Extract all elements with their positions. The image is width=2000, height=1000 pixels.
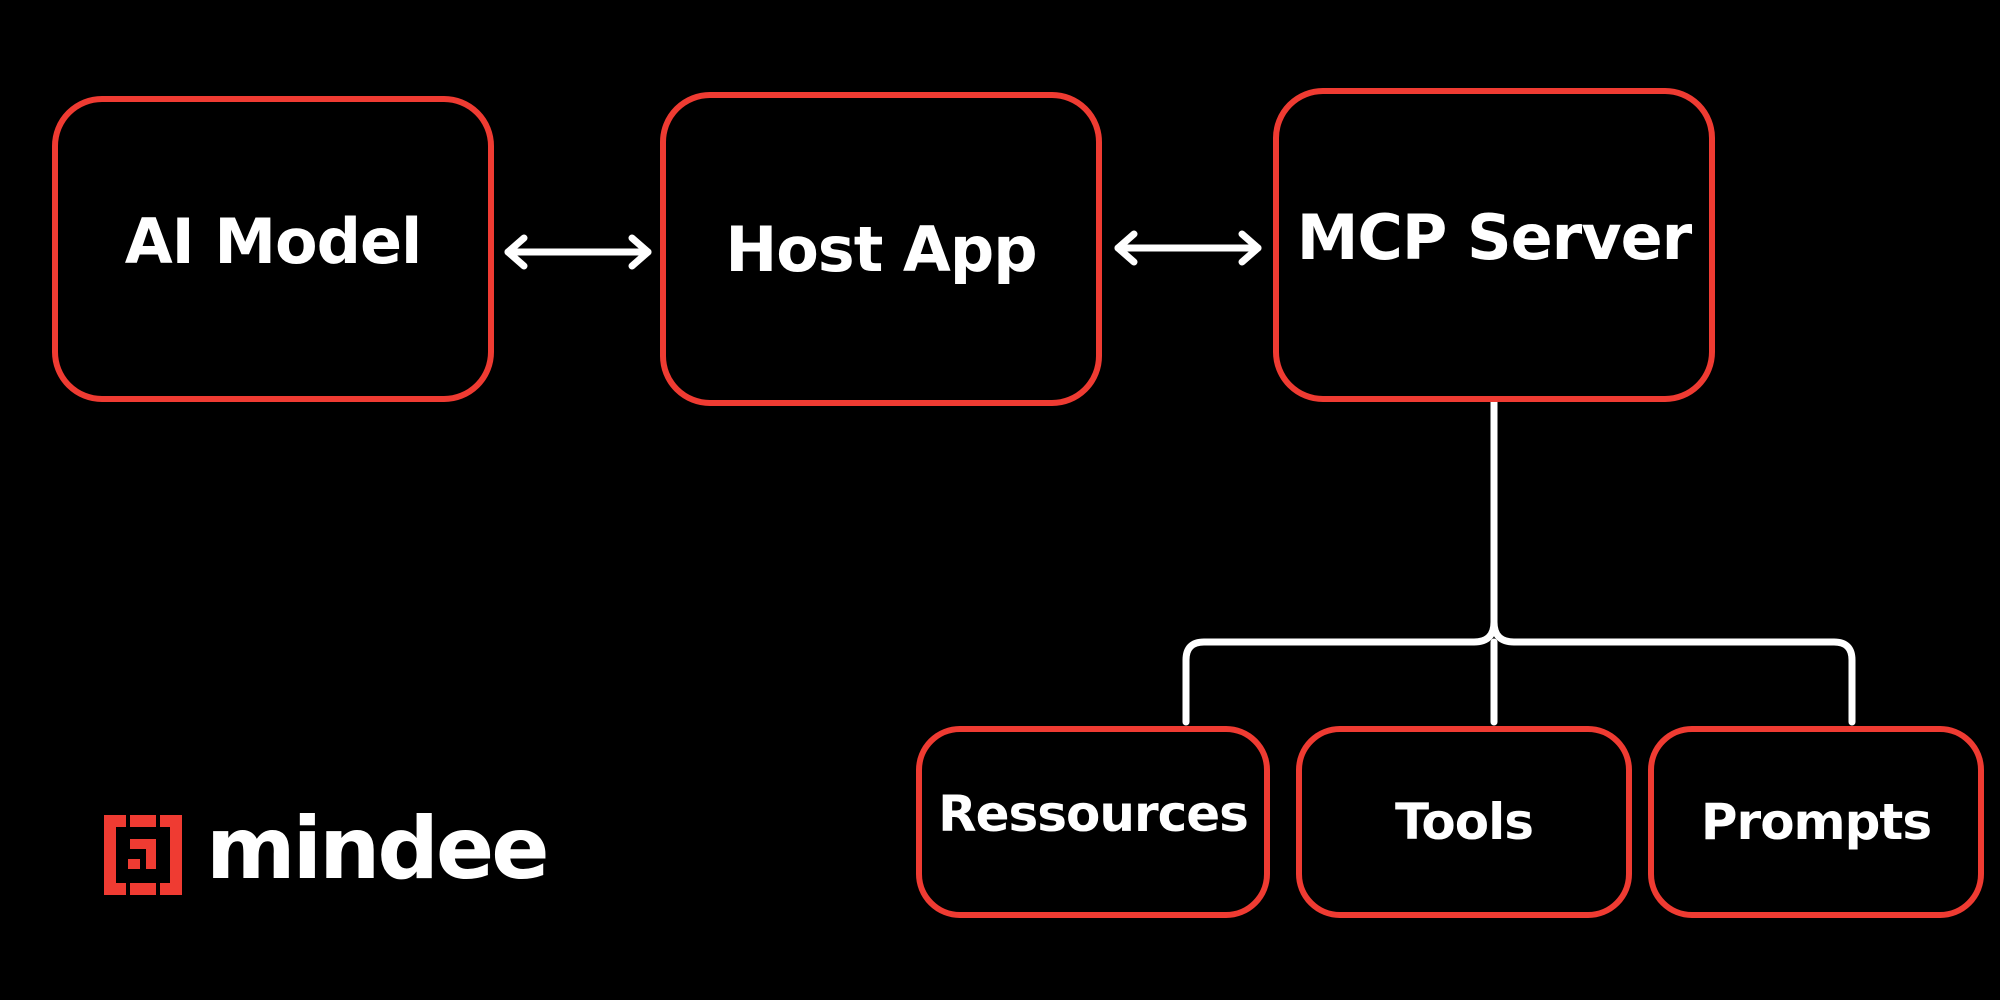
node-tools: Tools: [1296, 726, 1632, 918]
branch-mcp-children: [1182, 398, 1856, 726]
node-prompts: Prompts: [1648, 726, 1984, 918]
node-ai-model-label: AI Model: [124, 204, 423, 278]
node-resources-label: Ressources: [938, 785, 1249, 843]
node-host-app-label: Host App: [725, 212, 1037, 286]
arrow-ai-host: [504, 234, 652, 270]
node-host-app: Host App: [660, 92, 1102, 406]
brand-wordmark: mindee: [206, 799, 550, 899]
node-mcp-server-label: MCP Server: [1296, 200, 1693, 274]
mindee-logo-icon: [104, 815, 182, 895]
arrow-host-mcp: [1114, 230, 1262, 266]
node-ai-model: AI Model: [52, 96, 494, 402]
node-prompts-label: Prompts: [1700, 793, 1932, 851]
brand-logo: mindee: [104, 806, 550, 895]
node-resources: Ressources: [916, 726, 1270, 918]
node-tools-label: Tools: [1394, 793, 1534, 851]
node-mcp-server: MCP Server: [1273, 88, 1715, 402]
